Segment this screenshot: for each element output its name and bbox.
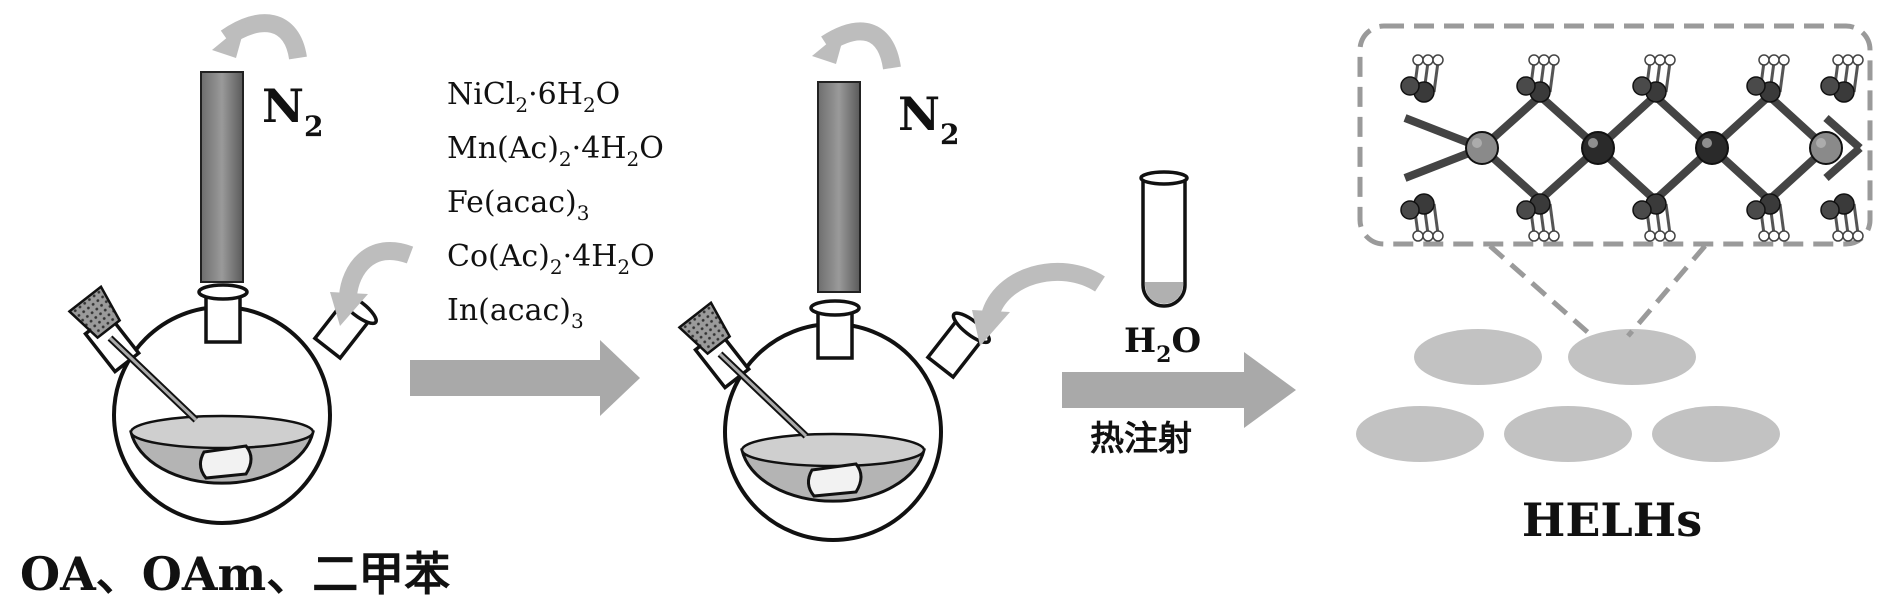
precursor-item: Co(Ac)2·4H2O: [447, 239, 655, 279]
water-test-tube: [1139, 170, 1189, 308]
stir-bar: [807, 462, 863, 498]
hot-injection-label: 热注射: [1090, 419, 1192, 459]
gas-pipe: [200, 71, 244, 283]
precursor-item: NiCl2·6H2O: [447, 77, 620, 117]
nanosheet: [1414, 329, 1542, 385]
reaction-flask-2: [677, 22, 1105, 542]
n2-label: N2: [262, 79, 324, 143]
stir-bar: [199, 444, 253, 480]
nanosheet: [1356, 406, 1484, 462]
septum-stopper: [677, 300, 732, 356]
reaction-flask-1: [67, 14, 414, 525]
n2-label: N2: [898, 87, 960, 151]
precursor-item: In(acac)3: [447, 293, 584, 333]
precursor-list: NiCl2·6H2O Mn(Ac)2·4H2O Fe(acac)3Co(Ac)2·4…: [447, 77, 664, 333]
process-arrow-2: [1062, 352, 1296, 428]
product-nanosheets: [1356, 329, 1780, 462]
flask-side-neck-right: [312, 292, 378, 361]
water-label: H2O: [1124, 321, 1201, 368]
product-label: HELHs: [1522, 493, 1702, 547]
zoom-callout: [1357, 23, 1873, 338]
solvent-label: OA、OAm、二甲苯: [20, 547, 450, 601]
nanosheet: [1504, 406, 1632, 462]
nanosheet: [1568, 329, 1696, 385]
reagent-inflow-arrow: [339, 242, 414, 298]
gas-outflow-arrowhead: [212, 22, 246, 58]
precursor-item: Mn(Ac)2·4H2O: [447, 131, 664, 171]
gas-pipe: [817, 81, 861, 293]
layered-hydroxide-structure: [1400, 54, 1864, 242]
process-arrow-1: [410, 340, 640, 416]
septum-stopper: [67, 284, 122, 340]
precursor-item: Fe(acac)3: [447, 185, 589, 225]
nanosheet: [1652, 406, 1780, 462]
